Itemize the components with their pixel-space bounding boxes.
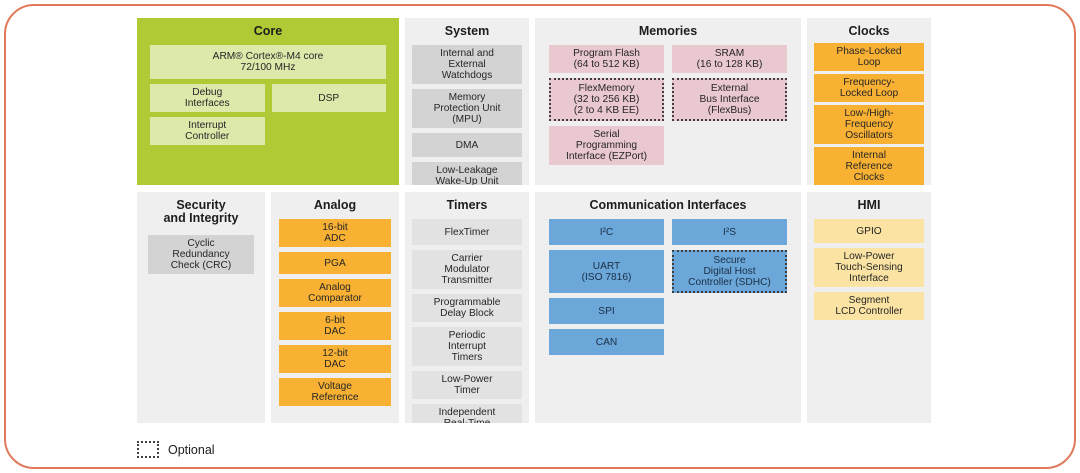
block-external-bus-interface-optional: External Bus Interface (FlexBus) (672, 78, 787, 121)
core-blocks: ARM® Cortex®-M4 core 72/100 MHz Debug In… (150, 45, 386, 145)
block-low-leakage-wakeup: Low-Leakage Wake-Up Unit (412, 162, 522, 185)
block-programmable-delay-block: Programmable Delay Block (412, 294, 522, 322)
block-i2s: I²S (672, 219, 787, 245)
section-core: Core ARM® Cortex®-M4 core 72/100 MHz Deb… (137, 18, 399, 185)
block-debug-interfaces: Debug Interfaces (150, 84, 265, 112)
section-system: System Internal and External Watchdogs M… (405, 18, 529, 185)
block-rtc: Independent Real-Time Clock (RTC) (412, 404, 522, 423)
core-row: Debug Interfaces DSP (150, 84, 386, 112)
section-title-system: System (444, 24, 490, 38)
memories-blocks: Program Flash (64 to 512 KB) SRAM (16 to… (549, 45, 787, 165)
section-title-core: Core (253, 24, 283, 38)
section-hmi: HMI GPIO Low-Power Touch-Sensing Interfa… (807, 192, 931, 423)
core-row: Interrupt Controller (150, 117, 386, 145)
legend-optional: Optional (137, 441, 215, 458)
optional-dotted-box-icon (137, 441, 159, 458)
block-6bit-dac: 6-bit DAC (279, 312, 391, 340)
block-mpu: Memory Protection Unit (MPU) (412, 89, 522, 128)
system-blocks: Internal and External Watchdogs Memory P… (412, 45, 522, 185)
section-title-analog: Analog (313, 198, 357, 212)
block-diagram-board: Core ARM® Cortex®-M4 core 72/100 MHz Deb… (137, 18, 931, 423)
analog-blocks: 16-bit ADC PGA Analog Comparator 6-bit D… (279, 219, 391, 406)
communication-blocks: I²C I²S UART (ISO 7816) Secure Digital H… (549, 219, 787, 355)
legend-optional-label: Optional (168, 442, 215, 457)
block-uart-iso7816: UART (ISO 7816) (549, 250, 664, 293)
block-segment-lcd-controller: Segment LCD Controller (814, 292, 924, 320)
block-low-power-timer: Low-Power Timer (412, 371, 522, 399)
block-arm-cortex-m4-core: ARM® Cortex®-M4 core 72/100 MHz (150, 45, 386, 79)
section-title-hmi: HMI (857, 198, 881, 212)
section-title-memories: Memories (638, 24, 698, 38)
block-oscillators: Low-/High- Frequency Oscillators (814, 105, 924, 144)
section-title-security: Security and Integrity (163, 198, 239, 225)
timers-blocks: FlexTimer Carrier Modulator Transmitter … (412, 219, 522, 423)
block-sram: SRAM (16 to 128 KB) (672, 45, 787, 73)
block-frequency-locked-loop: Frequency- Locked Loop (814, 74, 924, 102)
clocks-blocks: Phase-Locked Loop Frequency- Locked Loop… (814, 43, 924, 185)
block-carrier-modulator-transmitter: Carrier Modulator Transmitter (412, 250, 522, 289)
block-sdhc-optional: Secure Digital Host Controller (SDHC) (672, 250, 787, 293)
block-analog-comparator: Analog Comparator (279, 279, 391, 307)
section-title-clocks: Clocks (848, 24, 890, 38)
block-touch-sensing-interface: Low-Power Touch-Sensing Interface (814, 248, 924, 287)
section-clocks: Clocks Phase-Locked Loop Frequency- Lock… (807, 18, 931, 185)
block-spi: SPI (549, 298, 664, 324)
block-ezport: Serial Programming Interface (EZPort) (549, 126, 664, 165)
block-flexmemory-optional: FlexMemory (32 to 256 KB) (2 to 4 KB EE) (549, 78, 664, 121)
section-timers: Timers FlexTimer Carrier Modulator Trans… (405, 192, 529, 423)
hmi-blocks: GPIO Low-Power Touch-Sensing Interface S… (814, 219, 924, 320)
block-12bit-dac: 12-bit DAC (279, 345, 391, 373)
block-interrupt-controller: Interrupt Controller (150, 117, 265, 145)
block-program-flash: Program Flash (64 to 512 KB) (549, 45, 664, 73)
security-blocks: Cyclic Redundancy Check (CRC) (148, 235, 254, 274)
section-title-communication-interfaces: Communication Interfaces (589, 198, 747, 212)
block-dsp: DSP (271, 84, 386, 112)
block-voltage-reference: Voltage Reference (279, 378, 391, 406)
block-16bit-adc: 16-bit ADC (279, 219, 391, 247)
section-communication-interfaces: Communication Interfaces I²C I²S UART (I… (535, 192, 801, 423)
block-flextimer: FlexTimer (412, 219, 522, 245)
section-security-and-integrity: Security and Integrity Cyclic Redundancy… (137, 192, 265, 423)
block-pga: PGA (279, 252, 391, 274)
block-gpio: GPIO (814, 219, 924, 243)
block-watchdogs: Internal and External Watchdogs (412, 45, 522, 84)
section-title-timers: Timers (446, 198, 488, 212)
block-can: CAN (549, 329, 664, 355)
block-dma: DMA (412, 133, 522, 157)
core-empty-cell (272, 117, 387, 145)
block-i2c: I²C (549, 219, 664, 245)
block-phase-locked-loop: Phase-Locked Loop (814, 43, 924, 71)
section-memories: Memories Program Flash (64 to 512 KB) SR… (535, 18, 801, 185)
section-analog: Analog 16-bit ADC PGA Analog Comparator … (271, 192, 399, 423)
block-periodic-interrupt-timers: Periodic Interrupt Timers (412, 327, 522, 366)
block-crc: Cyclic Redundancy Check (CRC) (148, 235, 254, 274)
block-internal-reference-clocks: Internal Reference Clocks (814, 147, 924, 185)
